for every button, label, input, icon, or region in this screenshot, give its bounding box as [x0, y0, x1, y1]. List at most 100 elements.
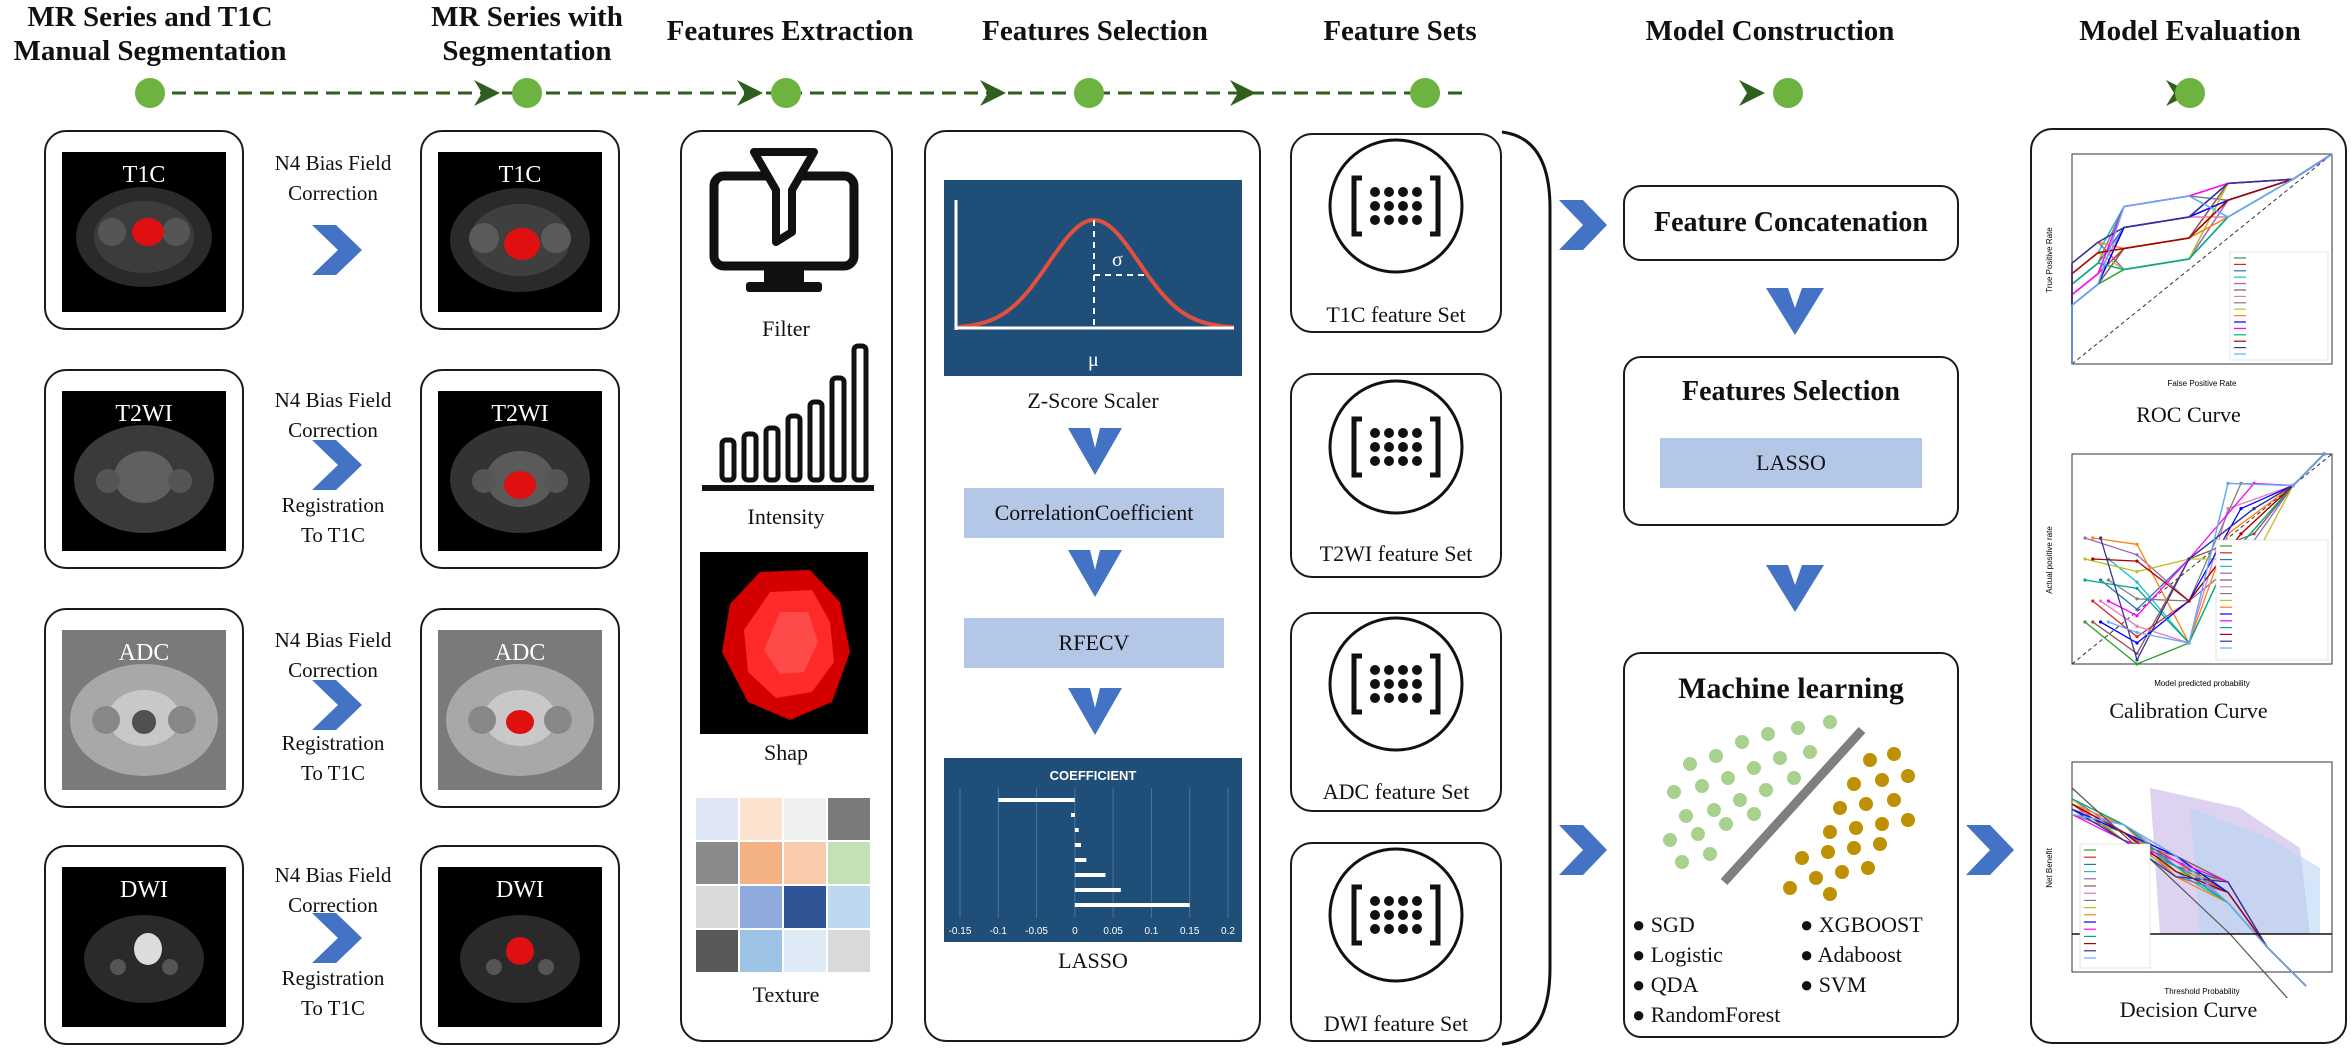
decision-curve-label: Decision Curve — [2119, 997, 2258, 1022]
calibration-point — [2091, 599, 2095, 603]
chevron-right-icon — [312, 680, 362, 730]
bracket-right-icon — [1430, 884, 1441, 946]
feature-set-circle — [1328, 616, 1464, 752]
intensity-bars-icon — [702, 343, 874, 491]
mri-t1c-seg: T1C — [438, 152, 602, 312]
algorithm-item: ● Adaboost — [1800, 942, 1902, 967]
class-a-dot — [1707, 803, 1721, 817]
coef-tick-label: 0.2 — [1221, 926, 1235, 937]
feature-concatenation-box — [1623, 185, 1959, 261]
calibration-point — [2252, 507, 2256, 511]
n4-note-adc: N4 Bias Field Correction — [274, 628, 392, 682]
model-lasso-step: LASSO — [1660, 438, 1922, 488]
class-a-dot — [1759, 783, 1773, 797]
decision-ci-band — [2190, 808, 2320, 934]
mri-t2wi-raw: T2WI — [62, 391, 226, 551]
class-b-dot — [1901, 769, 1915, 783]
stage-header-feature-sets: Feature Sets — [1323, 15, 1477, 47]
class-b-dot — [1847, 841, 1861, 855]
coef-bar — [998, 798, 1075, 802]
calibration-point — [2135, 641, 2139, 645]
feature-dot — [1412, 215, 1422, 225]
mri-label: T2WI — [491, 401, 549, 427]
mri-label: T1C — [498, 162, 542, 188]
selection-chevrons — [1068, 428, 1122, 735]
feature-dot — [1384, 679, 1394, 689]
calibration-point — [2091, 557, 2095, 561]
feature-dot — [1398, 924, 1408, 934]
feature-dot — [1384, 693, 1394, 703]
feature-set-circle — [1328, 138, 1464, 274]
feature-dot — [1370, 910, 1380, 920]
class-a-dot — [1803, 745, 1817, 759]
calibration-point — [2091, 536, 2095, 540]
class-b-dot — [1875, 817, 1889, 831]
mri-label: T1C — [122, 162, 166, 188]
class-a-dot — [1709, 749, 1723, 763]
roc-series-line — [2071, 153, 2333, 364]
stage-header-evaluation: Model Evaluation — [2079, 15, 2301, 47]
evaluation-chevron — [1966, 825, 2014, 875]
registration-note-adc: Registration To T1C — [281, 731, 385, 785]
feature-dot — [1384, 665, 1394, 675]
feature-dot — [1370, 924, 1380, 934]
calibration-point — [2135, 635, 2139, 639]
feature-dot — [1384, 456, 1394, 466]
algorithm-item: ● SVM — [1800, 972, 1867, 997]
calibration-point — [2135, 580, 2139, 584]
class-a-dot — [1823, 715, 1837, 729]
feature-dot — [1412, 456, 1422, 466]
chevron-right-icon — [312, 225, 362, 275]
dc-ylabel: Net Benefit — [2045, 847, 2054, 887]
class-a-dot — [1695, 779, 1709, 793]
feature-dot — [1398, 910, 1408, 920]
timeline-arrowhead — [1230, 80, 1256, 106]
class-b-dot — [1887, 793, 1901, 807]
timeline-arrowhead — [1739, 80, 1765, 106]
class-b-dot — [1821, 845, 1835, 859]
feature-dot — [1384, 428, 1394, 438]
bracket-left-icon — [1351, 416, 1362, 478]
class-b-dot — [1833, 801, 1847, 815]
feature-set-label-dwi: DWI feature Set — [1323, 1011, 1469, 1036]
class-b-dot — [1875, 773, 1889, 787]
feature-dot — [1412, 896, 1422, 906]
calibration-point — [2099, 578, 2103, 582]
n4-note-t1c: N4 Bias Field Correction — [274, 151, 392, 205]
coef-bar — [1074, 843, 1081, 847]
feature-dot — [1370, 201, 1380, 211]
mri-adc-raw: ADC — [62, 630, 226, 790]
algorithm-item: ● XGBOOST — [1800, 912, 1923, 937]
registration-note-dwi: Registration To T1C — [281, 966, 385, 1020]
calibration-point — [2106, 599, 2110, 603]
model-feature-selection-title: Features Selection — [1682, 376, 1900, 407]
coef-tick-label: 0.05 — [1103, 926, 1123, 937]
filter-icon — [709, 148, 859, 292]
machine-learning-title: Machine learning — [1678, 672, 1904, 705]
calibration-point — [2252, 532, 2256, 536]
calibration-point — [2291, 483, 2295, 488]
feature-dot — [1412, 428, 1422, 438]
chevron-right-icon — [1559, 825, 1607, 875]
timeline — [135, 78, 2205, 108]
feature-dot — [1384, 896, 1394, 906]
class-a-dot — [1691, 827, 1705, 841]
cal-ylabel: Actual positive rate — [2045, 526, 2054, 594]
class-b-dot — [1861, 861, 1875, 875]
calibration-point — [2135, 607, 2139, 611]
sigma-label: σ — [1112, 249, 1123, 271]
filter-label: Filter — [762, 316, 810, 341]
decision-series-line — [2071, 813, 2307, 987]
calibration-point — [2239, 532, 2243, 536]
chevron-down-icon — [1068, 428, 1122, 475]
algorithm-item: ● Logistic — [1632, 942, 1723, 967]
mri-label: ADC — [118, 640, 170, 666]
feature-dot — [1384, 924, 1394, 934]
calibration-point — [2135, 624, 2139, 628]
bracket-left-icon — [1351, 653, 1362, 715]
calibration-point — [2135, 658, 2139, 662]
class-a-dot — [1747, 761, 1761, 775]
coef-tick-label: 0 — [1072, 926, 1078, 937]
algorithm-item: ● RandomForest — [1632, 1002, 1781, 1027]
feature-dot — [1412, 693, 1422, 703]
